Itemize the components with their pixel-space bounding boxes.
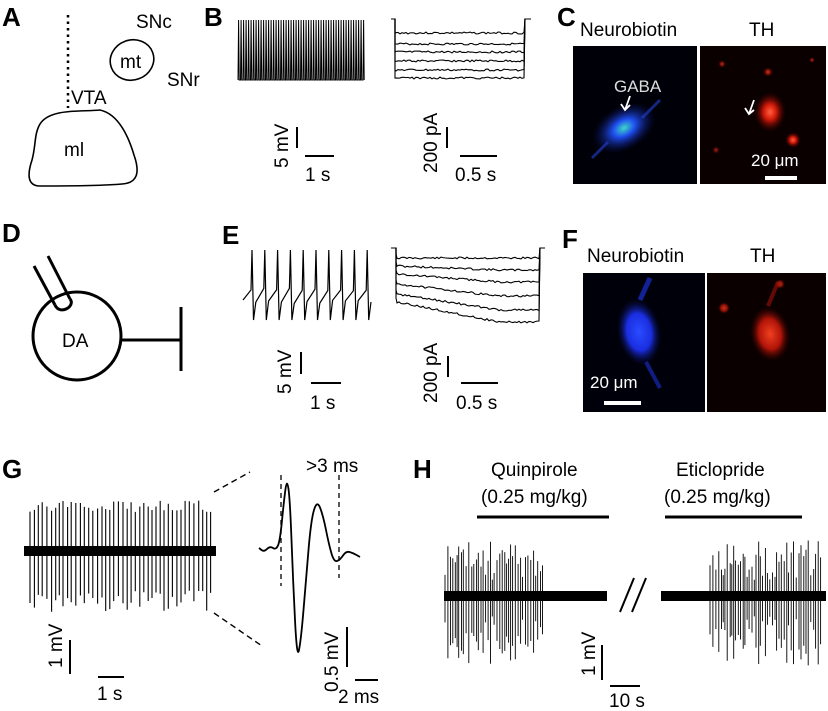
gaba-neuron-soma xyxy=(592,102,656,154)
baseline-noise xyxy=(24,546,216,556)
neurobiotin-label-c: Neurobiotin xyxy=(580,20,677,41)
panel-label-h: H xyxy=(413,454,432,484)
panel-label-d: D xyxy=(2,218,21,248)
current-traces-gaba xyxy=(391,18,531,80)
th-soma xyxy=(754,92,786,132)
time-scale-label: 10 s xyxy=(609,691,645,711)
voltage-trace-line xyxy=(237,19,365,81)
th-label-c: TH xyxy=(749,20,774,41)
break-mark xyxy=(619,577,635,613)
current-step-trace xyxy=(391,247,545,298)
trace-quinpirole xyxy=(444,541,607,664)
voltage-trace-da xyxy=(242,249,372,321)
panel-g: G >3 ms 1 mV 1 s 0.5 mV 2 ms xyxy=(2,454,379,708)
current-step-trace xyxy=(391,247,545,324)
voltage-scale-label-right: 0.5 mV xyxy=(322,631,343,692)
current-step-trace xyxy=(391,18,531,63)
da-neuron-soma-blue xyxy=(616,298,662,366)
zoom-line-top xyxy=(213,471,251,493)
mt-outline xyxy=(109,38,155,82)
current-step-trace xyxy=(391,18,531,72)
gaba-label: GABA xyxy=(614,77,662,96)
da-label: DA xyxy=(62,331,89,352)
panel-label-e: E xyxy=(222,220,239,250)
current-scale-label: 200 pA xyxy=(421,112,442,173)
th-label-f: TH xyxy=(750,246,775,267)
panel-a: A SNc SNr VTA mt ml xyxy=(2,2,200,187)
scale-label-c: 20 μm xyxy=(751,151,799,170)
drug2-label: Eticlopride xyxy=(676,460,765,481)
panel-label-f: F xyxy=(562,224,578,254)
ml-outline xyxy=(28,109,138,187)
mt-label: mt xyxy=(120,52,142,73)
voltage-scale-label: 5 mV xyxy=(272,123,293,168)
voltage-trace-line xyxy=(242,249,372,321)
snc-label: SNc xyxy=(136,12,172,33)
current-traces-da xyxy=(391,247,545,324)
voltage-scale-label: 5 mV xyxy=(275,349,296,394)
panel-f: F Neurobiotin TH 20 μm xyxy=(562,224,826,412)
time-scale-label: 1 s xyxy=(310,393,335,414)
time-scale-label-right: 0.5 s xyxy=(456,393,497,414)
current-scale-label: 200 pA xyxy=(421,342,442,403)
current-step-trace xyxy=(391,247,545,284)
panel-label-b: B xyxy=(204,2,223,32)
panel-label-c: C xyxy=(557,2,576,32)
current-step-trace xyxy=(391,247,545,272)
spike-lines xyxy=(709,540,822,666)
time-scale-label: 1 s xyxy=(305,165,330,186)
spike-lines xyxy=(444,541,543,664)
current-step-trace xyxy=(391,18,531,35)
dose2-label: (0.25 mg/kg) xyxy=(664,487,771,508)
current-step-trace xyxy=(391,18,531,46)
dose1-label: (0.25 mg/kg) xyxy=(481,487,588,508)
time-scale-label: 1 s xyxy=(97,684,122,705)
extracellular-trace xyxy=(24,500,216,612)
duration-label: >3 ms xyxy=(306,456,358,477)
panel-label-a: A xyxy=(2,2,21,32)
voltage-scale-label: 1 mV xyxy=(46,623,67,668)
panel-c: C Neurobiotin TH GABA 20 μm xyxy=(557,2,826,184)
current-step-trace xyxy=(391,247,545,260)
da-neuron xyxy=(31,290,123,382)
spike-waveform xyxy=(258,482,361,653)
current-step-trace xyxy=(391,18,531,80)
drug1-label: Quinpirole xyxy=(491,460,578,481)
panel-h: H Quinpirole (0.25 mg/kg) Eticlopride (0… xyxy=(413,454,826,711)
da-neuron-soma-red xyxy=(749,306,791,362)
voltage-scale-label: 1 mV xyxy=(579,631,600,676)
ml-label: ml xyxy=(64,140,84,161)
snr-label: SNr xyxy=(167,70,200,91)
break-mark xyxy=(631,577,647,613)
current-step-trace xyxy=(391,18,531,54)
panel-b: B 5 mV 1 s 200 pA 0.5 s xyxy=(204,2,531,186)
vta-label: VTA xyxy=(71,88,107,109)
panel-e: E 5 mV 1 s 200 pA 0.5 s xyxy=(222,220,545,414)
current-step-trace xyxy=(391,247,545,312)
trace-eticlopride xyxy=(661,540,826,666)
voltage-trace-gaba xyxy=(237,19,365,81)
neurobiotin-label-f: Neurobiotin xyxy=(587,246,684,267)
arrow-icon xyxy=(744,99,755,116)
arrow-icon xyxy=(620,95,631,112)
scale-label-f: 20 μm xyxy=(590,373,638,392)
pipette-icon xyxy=(32,255,73,312)
time-scale-label-right: 0.5 s xyxy=(455,165,496,186)
time-scale-label-right: 2 ms xyxy=(338,687,379,708)
spike-lines xyxy=(29,500,212,612)
zoom-line-bottom xyxy=(213,612,263,647)
panel-label-g: G xyxy=(2,454,22,484)
panel-d: D DA xyxy=(2,218,183,382)
